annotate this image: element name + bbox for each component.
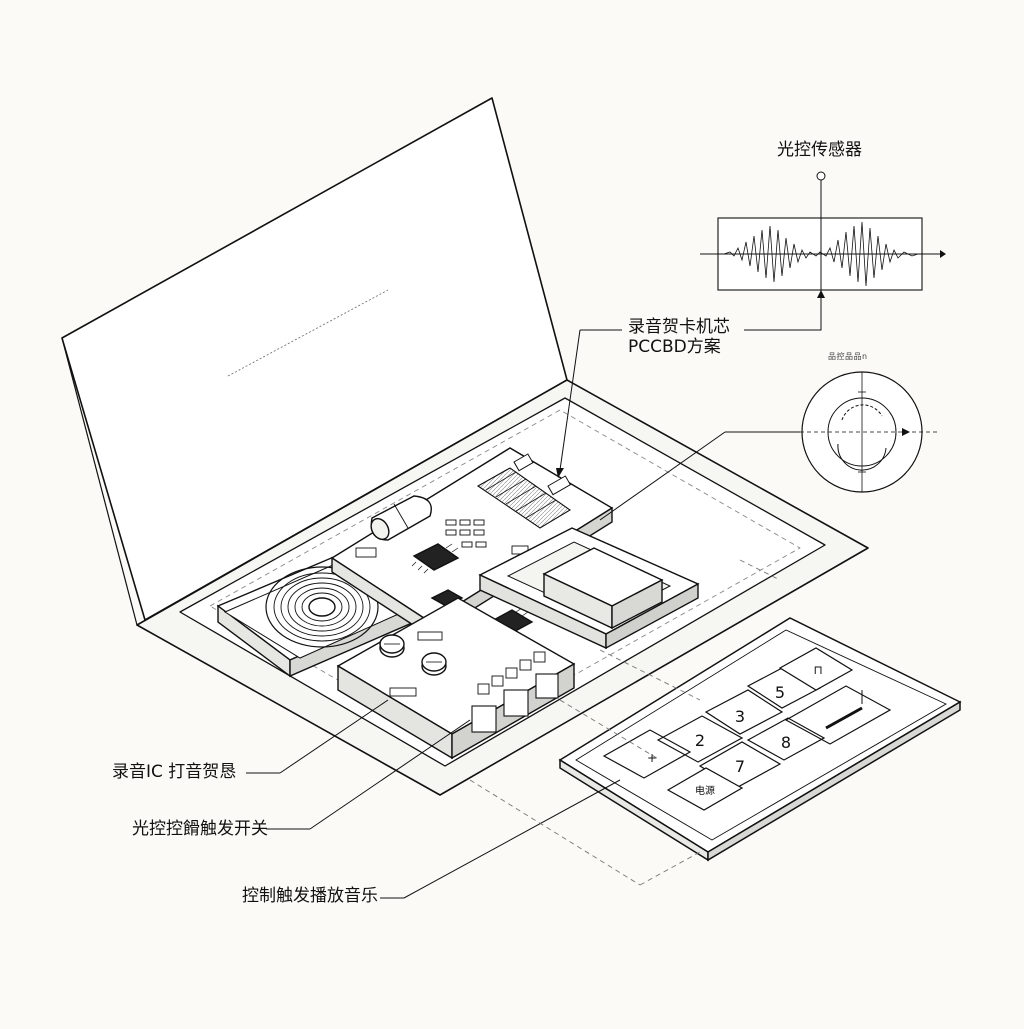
- sensor-scope-detail: [800, 371, 940, 493]
- light-switch-label: 光控控餶触发开关: [132, 819, 268, 839]
- key-8[interactable]: 8: [746, 717, 826, 761]
- speaker-module: [216, 547, 430, 678]
- connector-blocks: [471, 673, 559, 733]
- key-7-label: 7: [735, 757, 745, 776]
- key-plus[interactable]: +: [602, 729, 692, 779]
- key-5-label: 5: [775, 683, 785, 702]
- key-2-label: 2: [695, 731, 705, 750]
- key-top-right-label: ⊓: [813, 663, 822, 677]
- light-sensor-label: 光控传感器: [777, 140, 862, 160]
- waveform-trace: [723, 221, 919, 287]
- chip-label-line1: 录音贺卡机芯: [628, 317, 730, 337]
- keypad-keys: 2 3 5 7 8 电源 + ⊓: [602, 647, 892, 811]
- key-3[interactable]: 3: [704, 689, 784, 735]
- key-3-label: 3: [735, 707, 745, 726]
- trigger-music-label: 控制触发播放音乐: [242, 886, 378, 906]
- key-power-label: 电源: [695, 784, 715, 797]
- ic-chip-1: [411, 543, 460, 574]
- capacitor: [370, 495, 432, 541]
- ic-chip-2: [430, 589, 464, 607]
- speaker-cone: [265, 566, 379, 648]
- control-board: [336, 597, 576, 760]
- recording-ic-label: 录音IC 打音贺恳: [112, 762, 237, 782]
- chip-label: 录音贺卡机芯 PCCBD方案: [628, 317, 730, 357]
- scope-caption: 品控品品n: [828, 352, 868, 361]
- key-slider[interactable]: [784, 685, 892, 745]
- chip-label-line2: PCCBD方案: [628, 336, 721, 357]
- battery: [542, 547, 664, 630]
- key-plus-label: +: [647, 751, 657, 765]
- light-sensor-waveform: [700, 171, 946, 331]
- leader-lines: [246, 329, 800, 899]
- knob-1: [379, 634, 405, 658]
- battery-holder: [478, 527, 700, 650]
- key-8-label: 8: [781, 733, 791, 752]
- key-power[interactable]: 电源: [666, 767, 744, 811]
- knob-2: [421, 652, 447, 676]
- key-top-right[interactable]: ⊓: [778, 647, 854, 691]
